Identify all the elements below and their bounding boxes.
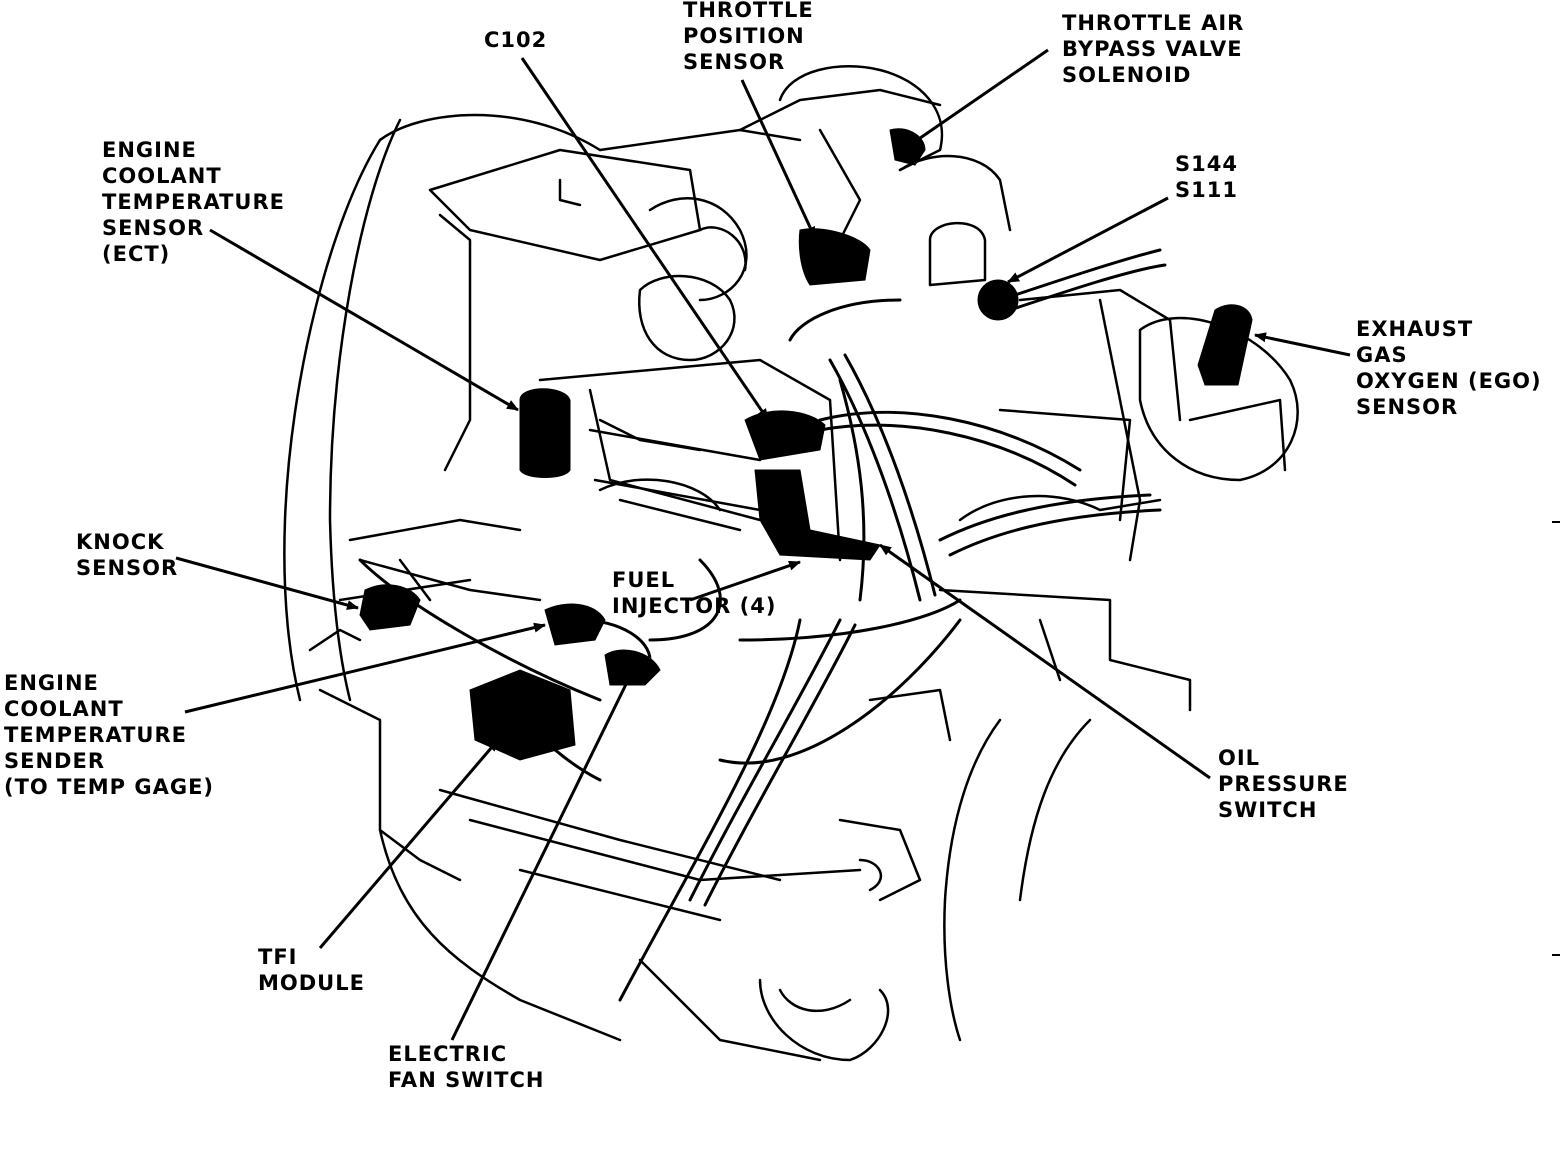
label-exhaust-gas-oxygen-sensor: EXHAUST GAS OXYGEN (EGO) SENSOR: [1356, 317, 1542, 419]
label-c102: C102: [484, 28, 548, 52]
leader-bypass: [909, 48, 1049, 147]
tfi-module-shape: [469, 669, 576, 761]
leader-knock: [175, 556, 359, 610]
label-knock-sensor: KNOCK SENSOR: [76, 530, 179, 580]
leader-fuel-injector: [689, 560, 801, 602]
components: [359, 128, 1253, 761]
label-engine-coolant-temperature-sender: ENGINE COOLANT TEMPERATURE SENDER (TO TE…: [4, 671, 215, 799]
edge-marks: [1552, 521, 1560, 956]
throttle-position-sensor-shape: [798, 228, 871, 286]
label-electric-fan-switch: ELECTRIC FAN SWITCH: [388, 1042, 545, 1092]
label-throttle-position-sensor: THROTTLE POSITION SENSOR: [683, 0, 814, 74]
leader-fan-switch: [450, 671, 634, 1041]
ect-sensor-shape: [519, 388, 571, 478]
label-throttle-air-bypass-valve-solenoid: THROTTLE AIR BYPASS VALVE SOLENOID: [1062, 11, 1245, 87]
leader-c102: [520, 57, 770, 421]
leader-temp-sender: [184, 622, 546, 714]
label-oil-pressure-switch: OIL PRESSURE SWITCH: [1218, 746, 1349, 822]
ego-sensor-shape: [1197, 304, 1253, 386]
c102-connector-shape: [744, 410, 826, 461]
wiring-harness: [358, 248, 1167, 1002]
temp-sender-shape: [544, 603, 606, 646]
leader-lines: [175, 48, 1351, 1041]
label-tfi-module: TFI MODULE: [258, 945, 365, 995]
engine-block-outline: [283, 65, 1299, 1062]
knock-sensor-shape: [359, 584, 421, 631]
fan-switch-shape: [604, 649, 661, 686]
leader-ect: [209, 228, 519, 412]
s144-s111-connector: [977, 279, 1019, 321]
leader-s144: [1007, 196, 1169, 284]
label-fuel-injector: FUEL INJECTOR (4): [612, 568, 777, 618]
leader-oil-pressure: [879, 543, 1211, 780]
leader-tps: [740, 79, 817, 239]
leader-ego: [1254, 332, 1351, 357]
label-s144-s111: S144 S111: [1175, 152, 1238, 202]
label-engine-coolant-temperature-sensor: ENGINE COOLANT TEMPERATURE SENSOR (ECT): [102, 138, 285, 266]
leader-tfi: [318, 739, 500, 949]
oil-pressure-switch-harness-shape: [754, 469, 881, 561]
